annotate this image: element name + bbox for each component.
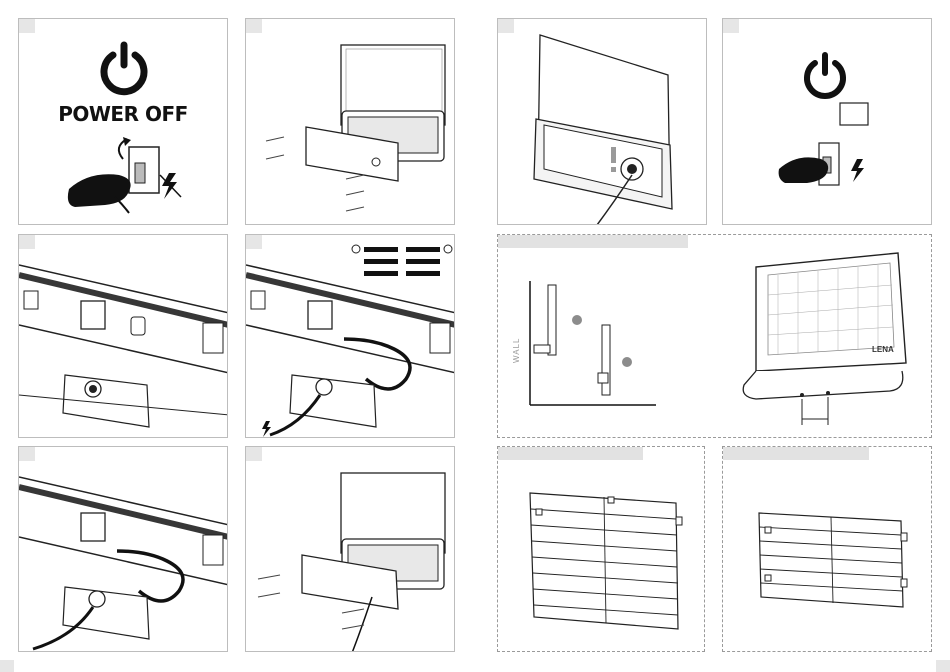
remove-cover-illustration	[246, 19, 455, 225]
grille-illustration	[723, 447, 932, 652]
grille-panel-2	[722, 446, 932, 652]
warning-icon	[498, 19, 707, 225]
page-corner-mark	[936, 660, 950, 672]
step-panel-2	[245, 18, 455, 225]
terminal-block-illustration	[19, 235, 228, 438]
step-panel-1: POWER OFF	[18, 18, 228, 225]
lightning-icon	[723, 19, 932, 225]
lightning-icon	[19, 19, 228, 225]
reassemble-illustration	[246, 447, 455, 652]
mounting-panel: WALL LENA	[497, 234, 932, 438]
step-panel-8	[245, 446, 455, 652]
step-panel-3	[497, 18, 707, 225]
floodlight-illustration	[498, 235, 932, 438]
step-panel-7	[18, 446, 228, 652]
lightning-icon	[246, 235, 455, 438]
brand-logo-text: LENA	[872, 345, 894, 354]
step-panel-4	[722, 18, 932, 225]
step-panel-6	[245, 234, 455, 438]
grille-illustration	[498, 447, 705, 652]
grille-panel-1	[497, 446, 705, 652]
page-corner-mark	[0, 660, 14, 672]
step-panel-5	[18, 234, 228, 438]
close-cover-illustration	[19, 447, 228, 652]
